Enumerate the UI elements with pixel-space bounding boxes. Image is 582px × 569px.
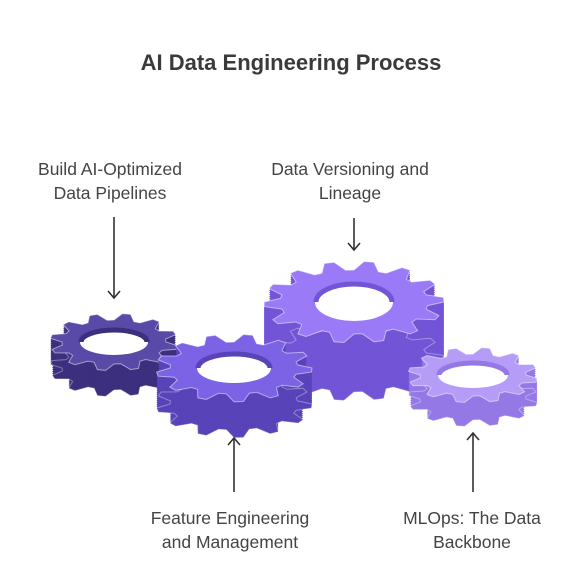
arrow-mlops — [466, 431, 480, 492]
diagram-title: AI Data Engineering Process — [140, 50, 442, 75]
arrow-feature-engineering — [227, 436, 241, 492]
arrow-data-versioning — [347, 218, 361, 252]
gear-mlops — [407, 347, 539, 427]
gear-feature-engineering — [155, 333, 313, 439]
arrow-build-pipelines — [107, 217, 121, 300]
gear-build-pipelines — [49, 313, 179, 397]
